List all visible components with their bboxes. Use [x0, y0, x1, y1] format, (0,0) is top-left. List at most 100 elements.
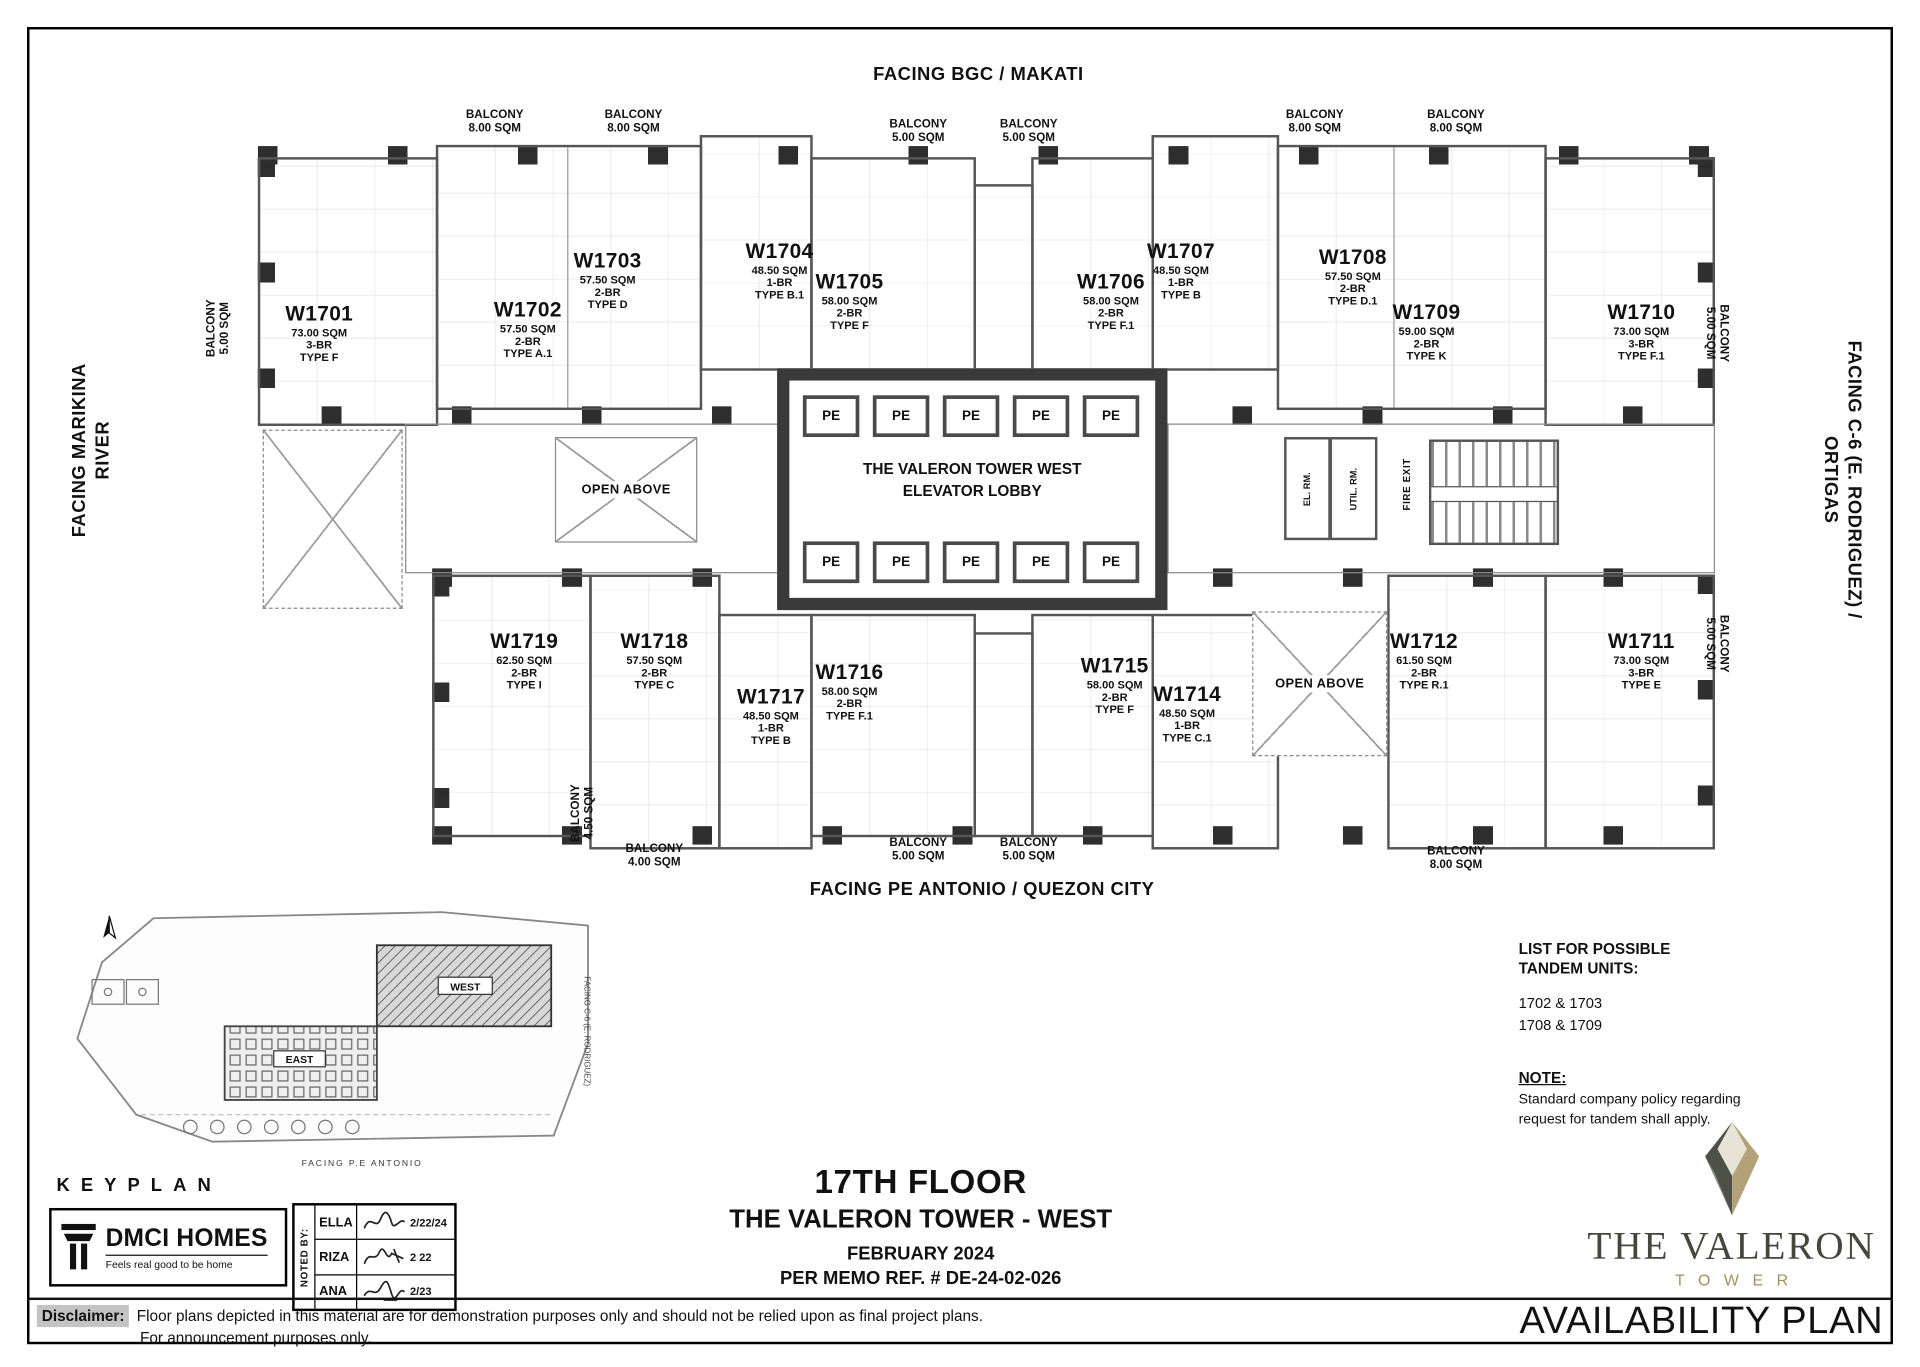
- unit-bedrooms: 2-BR: [1413, 337, 1440, 350]
- unit-area: 48.50 SQM: [1159, 706, 1216, 719]
- dmci-homes-logo: DMCI HOMES Feels real good to be home: [49, 1207, 288, 1287]
- signer-name: ELLA: [315, 1205, 358, 1240]
- open-court-hatch: [262, 429, 403, 609]
- facing-right-label: FACING C-6 (E. RODRIGUEZ) / ORTIGAS: [1818, 332, 1865, 627]
- balcony-label: BALCONY 4.00 SQM: [599, 842, 709, 870]
- wall-unit-1710: [1544, 157, 1715, 426]
- unit-type: TYPE E: [1621, 679, 1661, 692]
- unit-w1719: W1719 62.50 SQM 2-BR TYPE I: [457, 630, 592, 692]
- unit-id: W1718: [620, 629, 689, 654]
- unit-type: TYPE K: [1406, 350, 1447, 363]
- unit-bedrooms: 2-BR: [836, 306, 863, 320]
- wall-unit-1711: [1544, 574, 1715, 850]
- unit-id: W1711: [1607, 629, 1675, 654]
- basketball-courts: [91, 979, 159, 1005]
- unit-w1711: W1711 73.00 SQM 3-BR TYPE E: [1574, 630, 1709, 692]
- balcony-area: 5.00 SQM: [892, 849, 945, 864]
- signer-name: ANA: [315, 1275, 358, 1309]
- stair-landing: [1431, 486, 1557, 503]
- east-tower-tag: [273, 1050, 326, 1068]
- corridor-right: [1167, 423, 1715, 574]
- open-above-label: OPEN ABOVE: [575, 481, 677, 499]
- unit-area: 57.50 SQM: [1324, 269, 1381, 282]
- unit-w1704: W1704 48.50 SQM 1-BR TYPE B.1: [712, 239, 847, 301]
- wall-unit-1712: [1387, 574, 1547, 850]
- unit-bedrooms: 1-BR: [766, 276, 793, 289]
- east-tower-label: EAST: [286, 1055, 314, 1066]
- unit-w1718: W1718 57.50 SQM 2-BR TYPE C: [587, 630, 722, 692]
- unit-type: TYPE D.1: [1328, 294, 1378, 308]
- north-arrow-icon: [103, 915, 117, 940]
- border-frame: [27, 27, 1893, 1345]
- unit-area: 73.00 SQM: [291, 325, 348, 339]
- wall-unit-1707: [1151, 135, 1280, 371]
- utility-room: UTIL. RM.: [1329, 437, 1378, 541]
- wall-unit-1719: [432, 574, 592, 838]
- balcony-label: BALCONY 8.00 SQM: [578, 108, 688, 136]
- passenger-elevator: PE: [802, 541, 860, 584]
- unit-w1710: W1710 73.00 SQM 3-BR TYPE F.1: [1574, 301, 1709, 363]
- facing-left-label: FACING MARIKINA RIVER: [69, 303, 115, 598]
- unit-type: TYPE F.1: [1617, 350, 1665, 363]
- unit-id: W1704: [745, 239, 814, 263]
- wall-core-bottom: [973, 632, 1034, 838]
- unit-bedrooms: 2-BR: [511, 666, 538, 679]
- unit-type: TYPE F.1: [826, 709, 873, 723]
- balcony-label: BALCONY 8.00 SQM: [1401, 108, 1511, 136]
- sign-date: 2 22: [410, 1250, 432, 1264]
- unit-area: 48.50 SQM: [742, 709, 799, 722]
- dmci-name: DMCI HOMES: [105, 1225, 268, 1256]
- unit-bedrooms: 2-BR: [836, 697, 863, 710]
- unit-id: W1717: [736, 685, 805, 709]
- unit-area: 73.00 SQM: [1613, 653, 1670, 667]
- note-title: NOTE:: [1518, 1068, 1567, 1087]
- wall-unit-1706: [1031, 157, 1154, 371]
- open-above-right: OPEN ABOVE: [1252, 611, 1388, 757]
- facing-right-line2: ORTIGAS: [1820, 436, 1842, 524]
- unit-id: W1702: [493, 298, 562, 322]
- passenger-elevator: PE: [942, 541, 1000, 584]
- unit-type: TYPE F: [299, 351, 339, 364]
- noted-by-table: NOTED BY: ELLA 2/22/24 RIZA 2 22 ANA: [292, 1203, 457, 1312]
- unit-bedrooms: 2-BR: [1339, 282, 1366, 295]
- wall-core-top: [973, 184, 1034, 371]
- open-above-label: OPEN ABOVE: [1268, 675, 1371, 693]
- passenger-elevator: PE: [872, 541, 930, 584]
- keyplan-title: KEYPLAN: [56, 1174, 222, 1196]
- tandem-title-line1: LIST FOR POSSIBLE: [1518, 940, 1671, 958]
- unit-bedrooms: 1-BR: [758, 721, 784, 734]
- bottom-divider-line: [27, 1297, 1893, 1301]
- balcony-label: BALCONY 4.50 SQM: [569, 758, 597, 868]
- disclaimer-label: Disclaimer:: [36, 1304, 130, 1328]
- unit-type: TYPE A.1: [503, 347, 553, 360]
- balcony-name: BALCONY: [465, 108, 524, 122]
- unit-type: TYPE C.1: [1162, 731, 1212, 745]
- balcony-area: 8.00 SQM: [1429, 122, 1483, 136]
- keyplan-trees: [182, 1119, 360, 1135]
- valeron-brand: THE VALERON TOWER: [1557, 1120, 1907, 1289]
- unit-w1707: W1707 48.50 SQM 1-BR TYPE B: [1113, 239, 1248, 301]
- unit-w1702: W1702 57.50 SQM 2-BR TYPE A.1: [460, 298, 595, 360]
- disclaimer: Disclaimer:Floor plans depicted in this …: [36, 1304, 983, 1350]
- unit-id: W1716: [815, 660, 884, 684]
- wall-unit-1705: [810, 157, 976, 371]
- unit-w1706: W1706 58.00 SQM 2-BR TYPE F.1: [1043, 270, 1178, 332]
- balcony-name: BALCONY: [889, 117, 948, 132]
- unit-w1714: W1714 48.50 SQM 1-BR TYPE C.1: [1120, 683, 1255, 745]
- floor-title: 17TH FLOOR: [814, 1163, 1027, 1201]
- balcony-name: BALCONY: [1716, 614, 1731, 673]
- balcony-label: BALCONY 8.00 SQM: [1260, 108, 1370, 136]
- unit-id: W1707: [1146, 239, 1215, 263]
- unit-w1716: W1716 58.00 SQM 2-BR TYPE F.1: [782, 660, 917, 722]
- tower-title: THE VALERON TOWER - WEST: [729, 1205, 1113, 1234]
- wall-unit-1716: [810, 613, 976, 838]
- partition-line: [567, 147, 569, 408]
- fire-stairs: [1428, 439, 1560, 546]
- tandem-pair: 1708 & 1709: [1518, 1016, 1603, 1034]
- balcony-name: BALCONY: [204, 299, 219, 358]
- balcony-label: BALCONY 5.00 SQM: [974, 836, 1084, 864]
- brand-name: THE VALERON: [1587, 1222, 1876, 1267]
- facing-top-label: FACING BGC / MAKATI: [873, 63, 1084, 85]
- balcony-name: BALCONY: [625, 842, 684, 856]
